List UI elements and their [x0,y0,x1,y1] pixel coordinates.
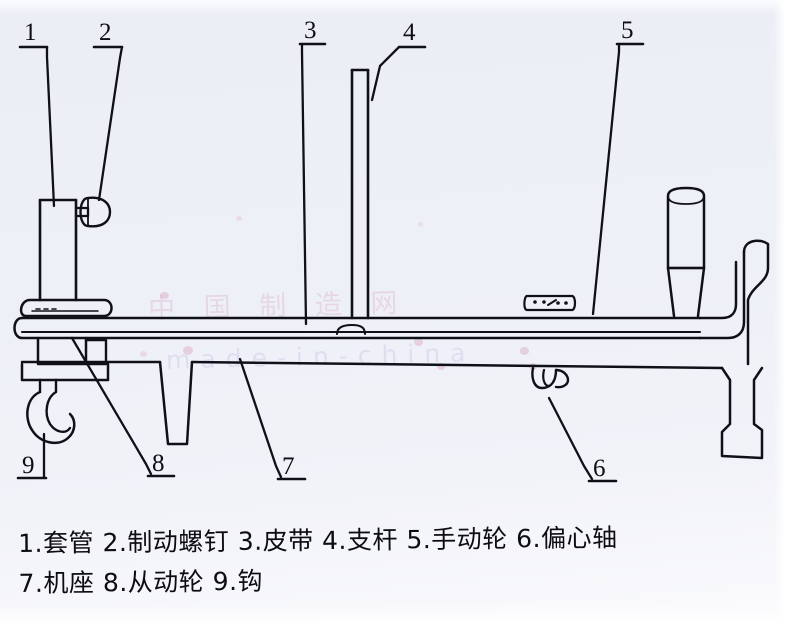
paper-right-edge [774,0,790,630]
callout-number-3: 3 [304,17,317,44]
part-eccentric-shaft [531,366,570,390]
leader-line-5 [591,42,645,316]
part-machine-base [20,360,764,460]
part-support-rod [350,68,370,320]
legend-row-2: 7.机座 8.从动轮 9.钩 [18,566,264,598]
callout-number-2: 2 [99,19,112,46]
part-hook [20,362,110,445]
leader-line-6 [547,396,618,483]
paper-bottom-edge [0,604,790,630]
callout-number-7: 7 [282,453,295,480]
callout-numbers: 1 2 3 4 5 6 7 8 9 [22,17,634,482]
leader-line-4 [370,45,427,102]
leader-line-7 [238,357,307,481]
leader-line-1 [18,45,56,208]
callout-number-4: 4 [403,19,416,46]
part-right-arm [698,239,770,366]
leader-line-3 [298,42,327,326]
callout-number-6: 6 [593,455,606,482]
callout-number-8: 8 [152,450,165,477]
legend-caption: 1.套管 2.制动螺钉 3.皮带 4.支杆 5.手动轮 6.偏心轴 7.机座 8… [18,517,779,604]
callout-number-5: 5 [621,17,634,44]
leader-line-2 [92,45,124,202]
part-hand-wheel [523,294,577,312]
part-belt [13,316,702,340]
part-brake-screw [74,196,112,228]
callout-number-1: 1 [24,19,37,46]
part-handle-grip [666,186,706,318]
leader-line-9 [16,432,48,480]
paper-top-edge [0,0,790,14]
part-head-housing [19,298,113,318]
callout-number-9: 9 [22,452,35,479]
part-sleeve-tube [38,198,78,302]
part-driven-wheel [36,336,108,366]
